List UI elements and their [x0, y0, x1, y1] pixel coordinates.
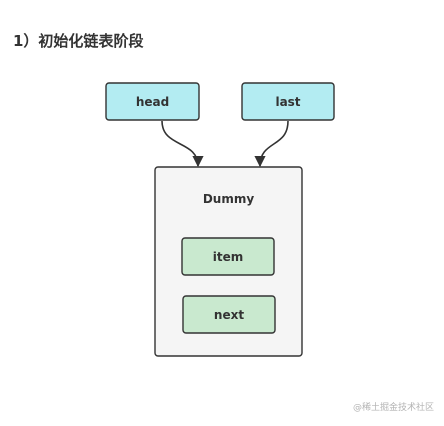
last-node: last	[241, 82, 335, 121]
item-label: item	[213, 250, 244, 264]
dummy-label: Dummy	[203, 192, 255, 206]
head-node: head	[105, 82, 200, 121]
head-to-dummy-arrow	[161, 120, 204, 168]
next-label: next	[214, 308, 244, 322]
item-field: item	[181, 237, 275, 276]
section-heading: 1）初始化链表阶段	[13, 32, 144, 50]
last-label: last	[275, 95, 300, 109]
next-field: next	[182, 295, 276, 334]
watermark: @稀土掘金技术社区	[352, 403, 434, 413]
head-label: head	[136, 95, 169, 109]
last-to-dummy-arrow	[254, 120, 289, 168]
